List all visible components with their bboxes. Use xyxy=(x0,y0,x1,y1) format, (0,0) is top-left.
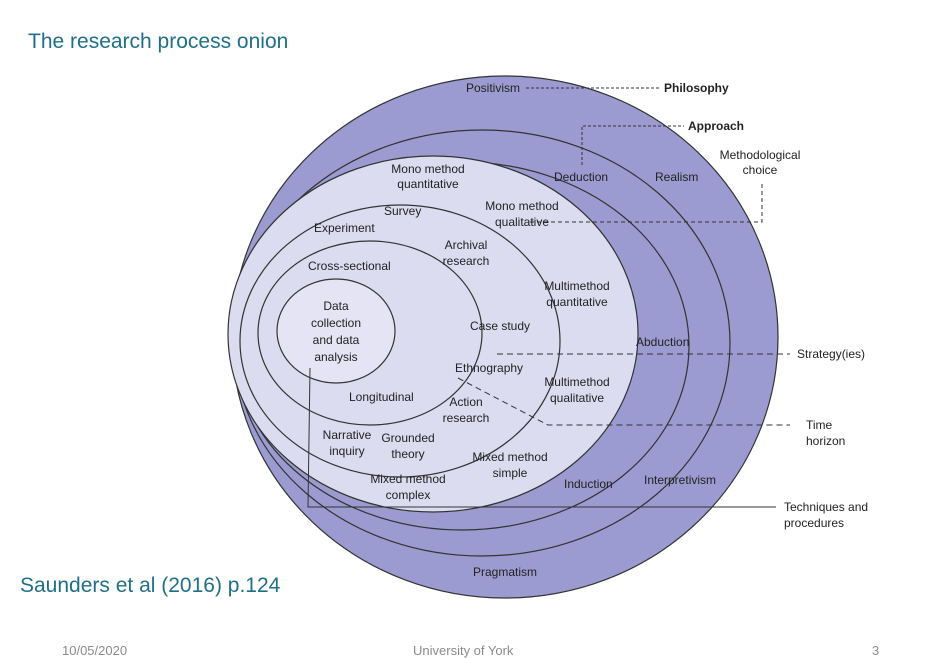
label-grounded-1: Grounded xyxy=(381,431,434,445)
label-deduction: Deduction xyxy=(554,170,608,184)
label-mixed-complex-1: Mixed method xyxy=(370,472,445,486)
label-abduction: Abduction xyxy=(636,335,689,349)
label-techniques-2: procedures xyxy=(784,516,844,530)
label-interpretivism: Interpretivism xyxy=(644,473,716,487)
label-strategies: Strategy(ies) xyxy=(797,347,865,361)
label-mixed-simple-1: Mixed method xyxy=(472,450,547,464)
connector-lines xyxy=(307,87,790,508)
layer-core xyxy=(276,278,396,384)
label-positivism: Positivism xyxy=(466,81,520,95)
label-survey: Survey xyxy=(384,204,421,218)
slide-title: The research process onion xyxy=(28,30,289,53)
citation: Saunders et al (2016) p.124 xyxy=(20,574,281,597)
label-multi-qual-2: qualitative xyxy=(550,391,604,405)
label-methodological: Methodological xyxy=(720,148,801,162)
label-time-2: horizon xyxy=(806,434,845,448)
label-data-4: analysis xyxy=(314,350,357,364)
label-data-2: collection xyxy=(311,316,361,330)
footer-date: 10/05/2020 xyxy=(62,643,128,658)
label-action-1: Action xyxy=(449,395,482,409)
footer-page-number: 3 xyxy=(872,643,880,658)
label-techniques-1: Techniques and xyxy=(784,500,868,514)
label-mono-quant-1: Mono method xyxy=(391,162,464,176)
label-mixed-complex-2: complex xyxy=(386,488,431,502)
label-approach: Approach xyxy=(688,119,744,133)
label-narrative-2: inquiry xyxy=(329,444,364,458)
label-archival-1: Archival xyxy=(445,238,488,252)
label-choice: choice xyxy=(743,163,778,177)
label-philosophy: Philosophy xyxy=(664,81,729,95)
label-data-3: and data xyxy=(313,333,360,347)
label-longitudinal: Longitudinal xyxy=(349,390,414,404)
label-ethnography: Ethnography xyxy=(455,361,523,375)
label-mono-qual-1: Mono method xyxy=(485,199,558,213)
label-realism: Realism xyxy=(655,170,698,184)
label-multi-quant-1: Multimethod xyxy=(544,279,609,293)
label-grounded-2: theory xyxy=(391,447,424,461)
label-experiment: Experiment xyxy=(314,221,375,235)
label-induction: Induction xyxy=(564,477,613,491)
label-case-study: Case study xyxy=(470,319,530,333)
label-narrative-1: Narrative xyxy=(323,428,372,442)
label-multi-qual-1: Multimethod xyxy=(544,375,609,389)
label-archival-2: research xyxy=(443,254,490,268)
label-mixed-simple-2: simple xyxy=(493,466,528,480)
label-mono-quant-2: quantitative xyxy=(397,177,459,191)
label-multi-quant-2: quantitative xyxy=(546,295,608,309)
label-mono-qual-2: qualitative xyxy=(495,215,549,229)
label-cross-sectional: Cross-sectional xyxy=(308,259,391,273)
label-data-1: Data xyxy=(323,299,349,313)
label-pragmatism: Pragmatism xyxy=(473,565,537,579)
footer-org: University of York xyxy=(413,643,514,658)
label-action-2: research xyxy=(443,411,490,425)
label-time-1: Time xyxy=(806,418,833,432)
